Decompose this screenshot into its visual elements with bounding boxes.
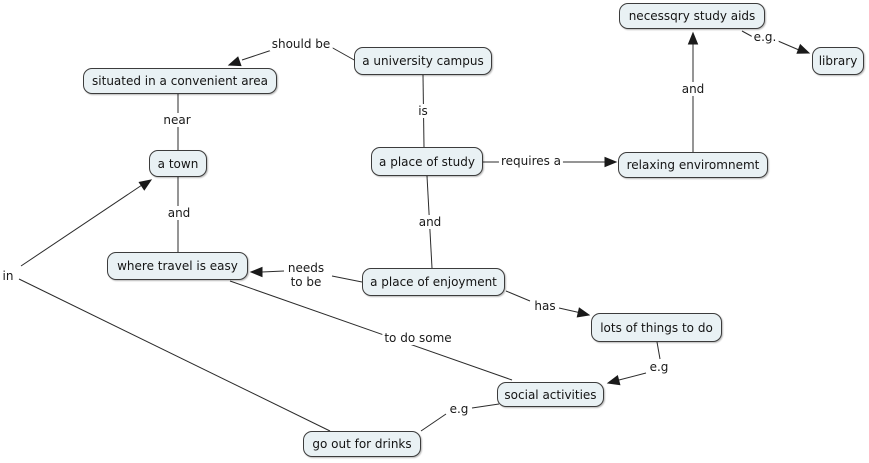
edge-label-and-center[interactable]: and [416, 215, 444, 229]
arrowhead [606, 375, 621, 386]
connector-line [20, 184, 143, 267]
arrowhead [576, 307, 591, 318]
edge-label-and-left[interactable]: and [165, 206, 193, 220]
node-a-university-campus[interactable]: a university campus [354, 47, 492, 75]
connector-line [471, 403, 500, 409]
edge-label-should-be[interactable]: should be [269, 37, 333, 51]
node-where-travel-is-easy[interactable]: where travel is easy [107, 252, 248, 280]
edge-label-eg-top[interactable]: e.g. [751, 30, 779, 44]
arrowhead [687, 31, 699, 45]
node-social-activities[interactable]: social activities [497, 382, 604, 407]
node-situated-in-a-convenient-area[interactable]: situated in a convenient area [83, 68, 277, 94]
node-a-town[interactable]: a town [149, 150, 207, 177]
edge-label-to-do-some[interactable]: to do some [382, 331, 454, 345]
node-a-place-of-enjoyment[interactable]: a place of enjoyment [362, 268, 505, 296]
edge-label-in[interactable]: in [0, 269, 16, 283]
edge-label-line1: needs [287, 261, 325, 275]
connector-line [420, 413, 447, 432]
connector-line [18, 278, 331, 432]
connector-line [331, 275, 363, 283]
edge-label-is[interactable]: is [416, 104, 430, 118]
edge-label-and-right[interactable]: and [679, 82, 707, 96]
edge-label-eg-mid[interactable]: e.g [647, 360, 671, 374]
node-go-out-for-drinks[interactable]: go out for drinks [303, 431, 421, 457]
connector-line [741, 30, 754, 38]
edge-label-needs-to-be[interactable]: needs to be [285, 261, 327, 289]
edge-label-near[interactable]: near [161, 113, 193, 127]
arrowhead [138, 179, 153, 191]
edge-label-eg-bottom[interactable]: e.g [447, 402, 471, 416]
node-relaxing-environment[interactable]: relaxing enviromnemt [618, 152, 768, 178]
node-library[interactable]: library [812, 47, 864, 75]
connector-line [656, 341, 661, 360]
arrowhead [796, 43, 811, 54]
connector-line [241, 49, 273, 61]
edge-label-has[interactable]: has [532, 299, 558, 313]
node-necessary-study-aids[interactable]: necessqry study aids [619, 3, 765, 29]
connector-line [505, 290, 531, 302]
node-a-place-of-study[interactable]: a place of study [371, 147, 483, 176]
connector-line [330, 46, 357, 62]
edge-label-line2: to be [290, 275, 322, 289]
arrowhead [249, 266, 263, 278]
connector-line [558, 307, 580, 313]
connector-line [777, 40, 800, 51]
connector-line [618, 372, 647, 381]
edge-label-requires-a[interactable]: requires a [498, 154, 564, 168]
connector-line [261, 270, 285, 273]
node-lots-of-things-to-do[interactable]: lots of things to do [591, 313, 722, 342]
arrowhead [604, 156, 618, 168]
connector-line [229, 280, 513, 381]
arrowhead [227, 56, 242, 67]
